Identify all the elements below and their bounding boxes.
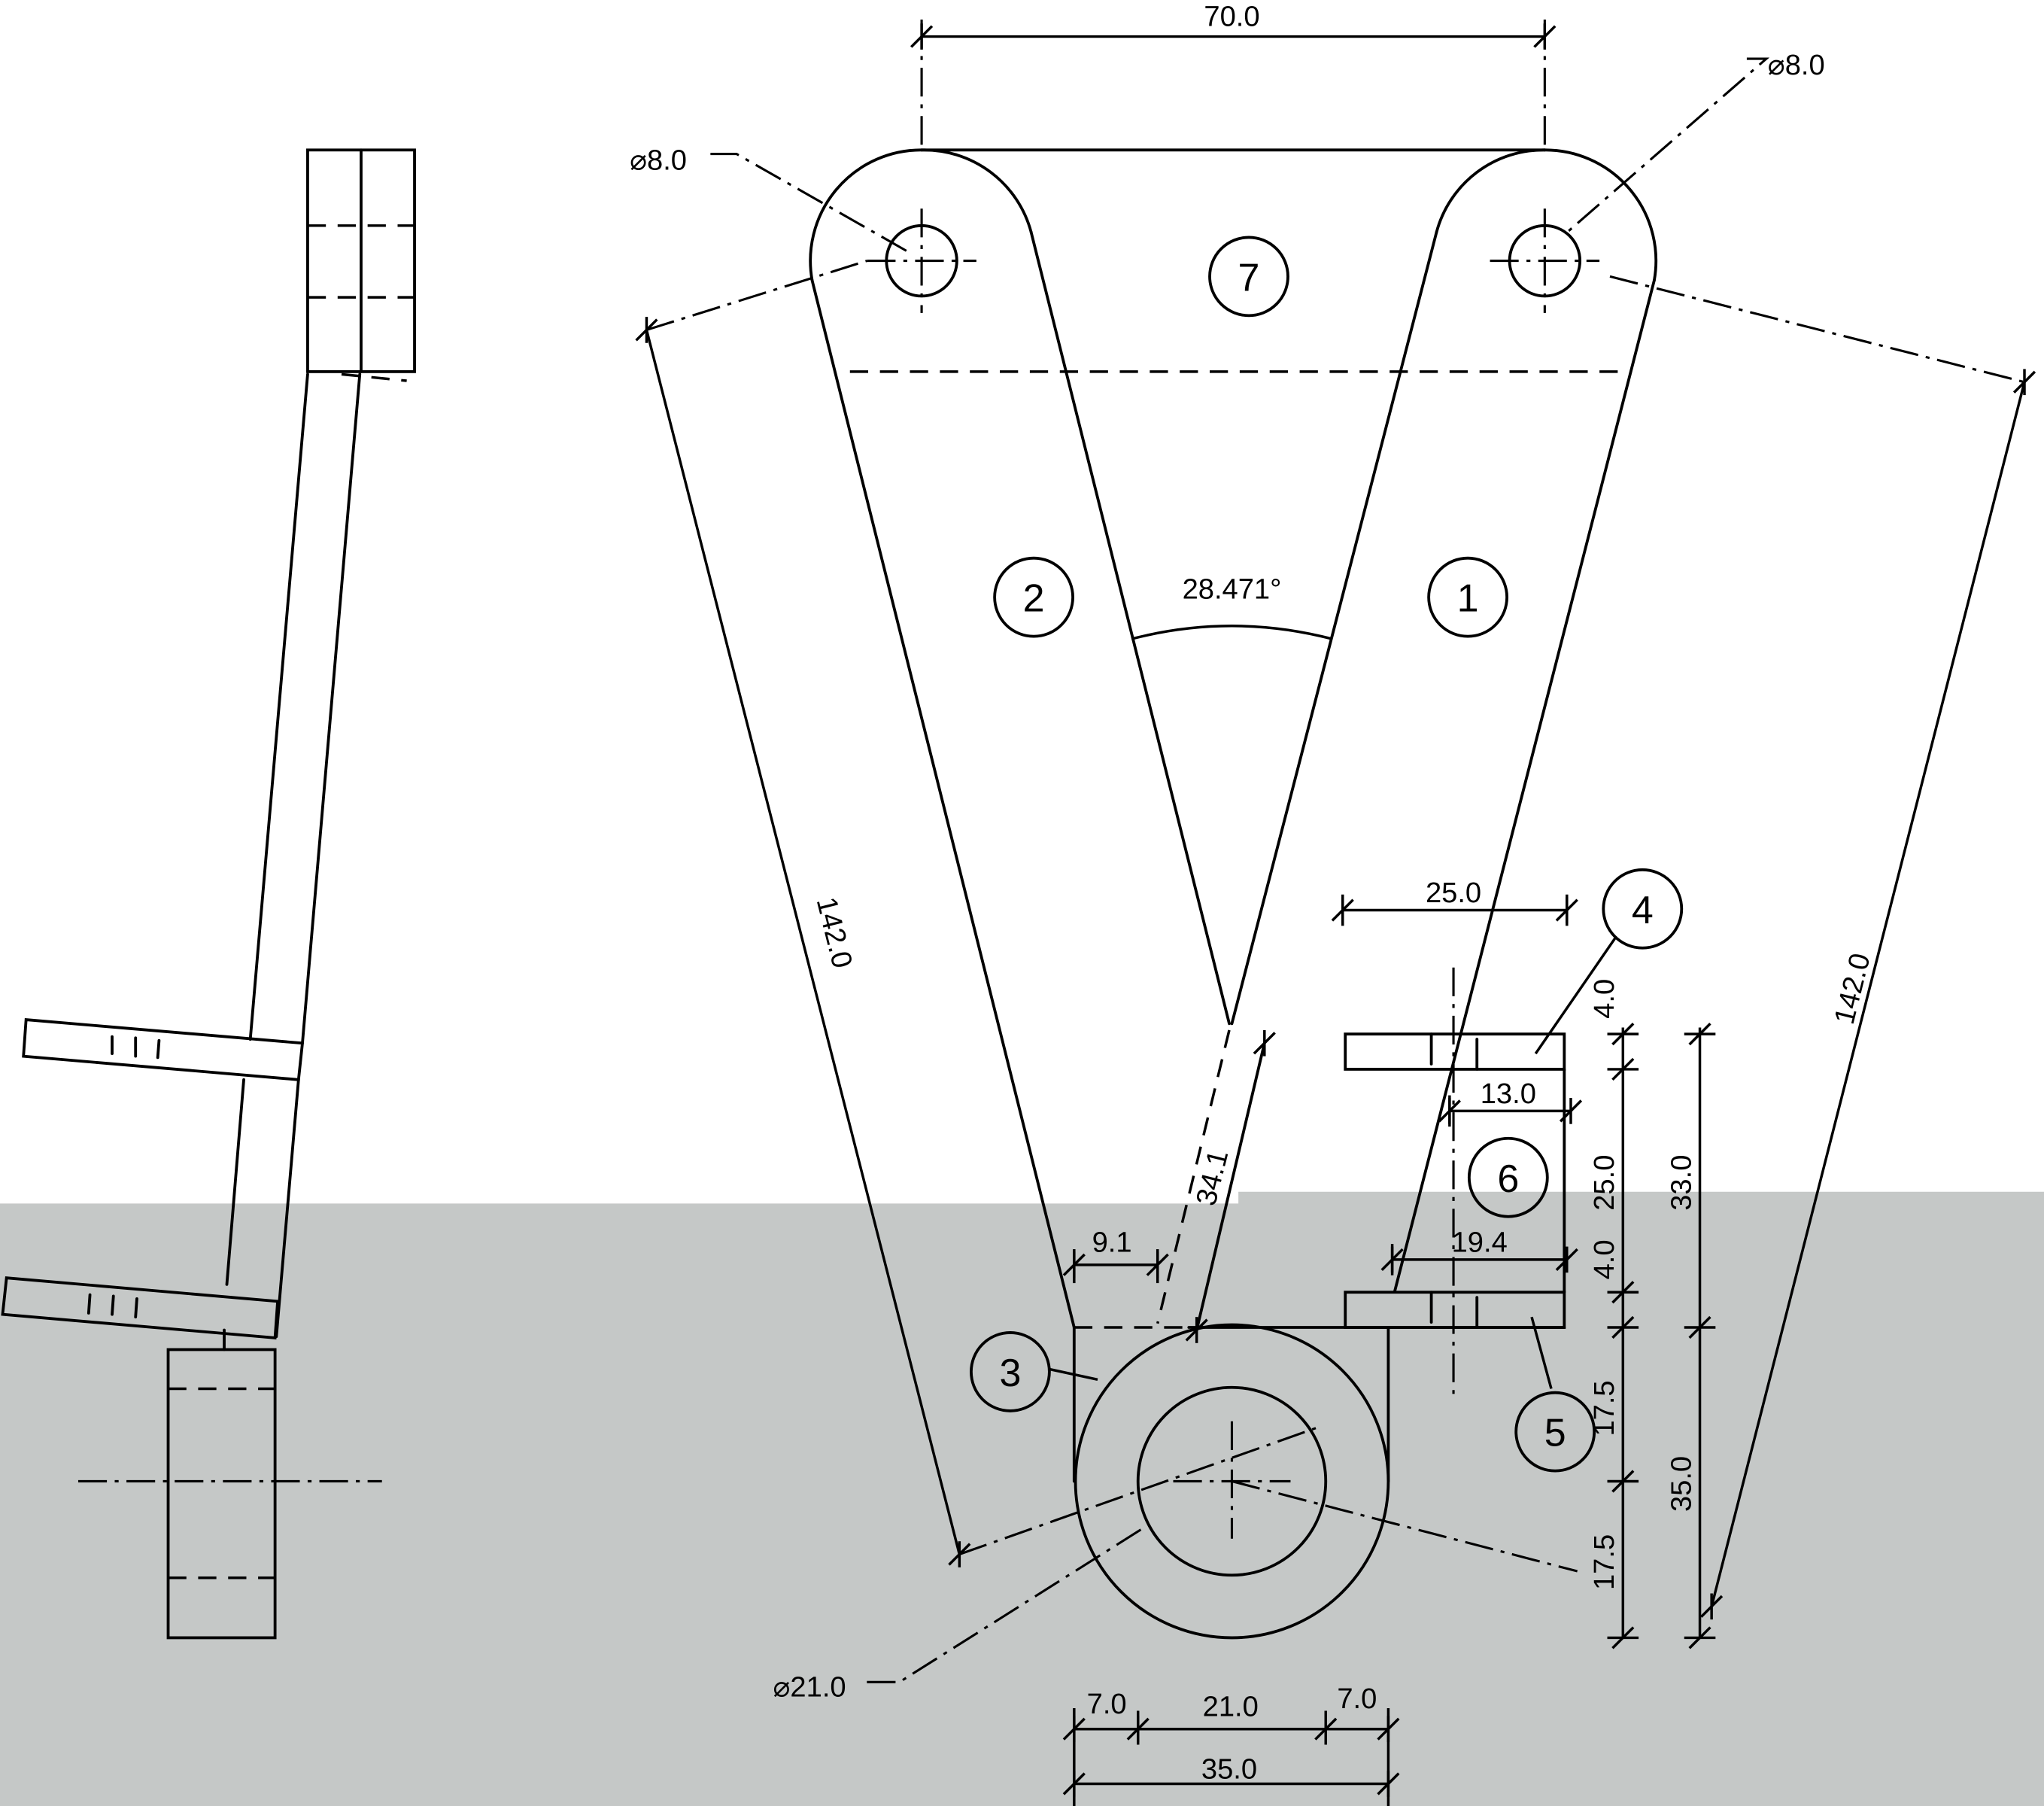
front-view xyxy=(809,148,1658,1640)
balloon-6: 6 xyxy=(1467,1136,1549,1218)
svg-text:3: 3 xyxy=(999,1351,1021,1395)
svg-text:1: 1 xyxy=(1457,577,1479,621)
lower-fork xyxy=(1,1276,280,1339)
flange-upper xyxy=(1344,1032,1566,1071)
bore xyxy=(1136,1385,1328,1577)
dim-v-half-top: 17.5 xyxy=(1588,1380,1620,1436)
dim-v-half-bottom: 17.5 xyxy=(1588,1534,1620,1590)
balloon-2: 2 xyxy=(993,556,1074,638)
balloon-7: 7 xyxy=(1208,236,1289,318)
upper-fork xyxy=(22,1018,305,1081)
balloons: 1 2 3 4 5 6 7 xyxy=(970,236,1684,1473)
flange-lower xyxy=(1344,1291,1566,1329)
dim-bore-width: 21.0 xyxy=(1203,1690,1259,1722)
dim-boss-width: 35.0 xyxy=(1201,1753,1257,1786)
dim-hole-left: ⌀8.0 xyxy=(630,144,687,176)
side-view xyxy=(1,148,416,1640)
dim-bore: ⌀21.0 xyxy=(773,1671,846,1703)
dim-flange-lower: 19.4 xyxy=(1452,1227,1508,1259)
dim-v-flange-bottom: 4.0 xyxy=(1588,1239,1620,1279)
shaded-region xyxy=(0,1191,2044,1806)
dim-offset: 9.1 xyxy=(1092,1227,1132,1259)
dim-arm-left: 142.0 xyxy=(810,894,859,971)
balloon-5: 5 xyxy=(1514,1391,1596,1473)
dim-v-gap: 25.0 xyxy=(1588,1155,1620,1211)
svg-text:6: 6 xyxy=(1497,1157,1519,1201)
dim-wall-right: 7.0 xyxy=(1337,1683,1377,1715)
balloon-1: 1 xyxy=(1427,556,1509,638)
balloon-3: 3 xyxy=(970,1331,1051,1412)
dim-hole-right: ⌀8.0 xyxy=(1768,49,1825,81)
dim-flange-width: 25.0 xyxy=(1426,877,1481,909)
dim-v-total-lower: 35.0 xyxy=(1665,1456,1697,1512)
dim-v-flange-top: 4.0 xyxy=(1588,979,1620,1019)
svg-text:4: 4 xyxy=(1632,889,1654,932)
dim-angle: 28.471° xyxy=(1183,573,1282,605)
balloon-4: 4 xyxy=(1602,868,1684,950)
svg-text:5: 5 xyxy=(1544,1412,1566,1455)
dim-flange-inner: 13.0 xyxy=(1481,1078,1536,1110)
dim-top-span: 70.0 xyxy=(1204,1,1259,33)
svg-text:7: 7 xyxy=(1238,256,1260,299)
dimension-lines xyxy=(635,20,2036,1806)
svg-text:2: 2 xyxy=(1023,577,1045,621)
boss-outer xyxy=(1074,1323,1390,1640)
dim-wall-left: 7.0 xyxy=(1087,1688,1127,1720)
dim-v-total-upper: 33.0 xyxy=(1665,1155,1697,1211)
dimension-labels: 70.0 ⌀8.0 ⌀8.0 142.0 142.0 28.471° 25.0 … xyxy=(630,1,1877,1786)
